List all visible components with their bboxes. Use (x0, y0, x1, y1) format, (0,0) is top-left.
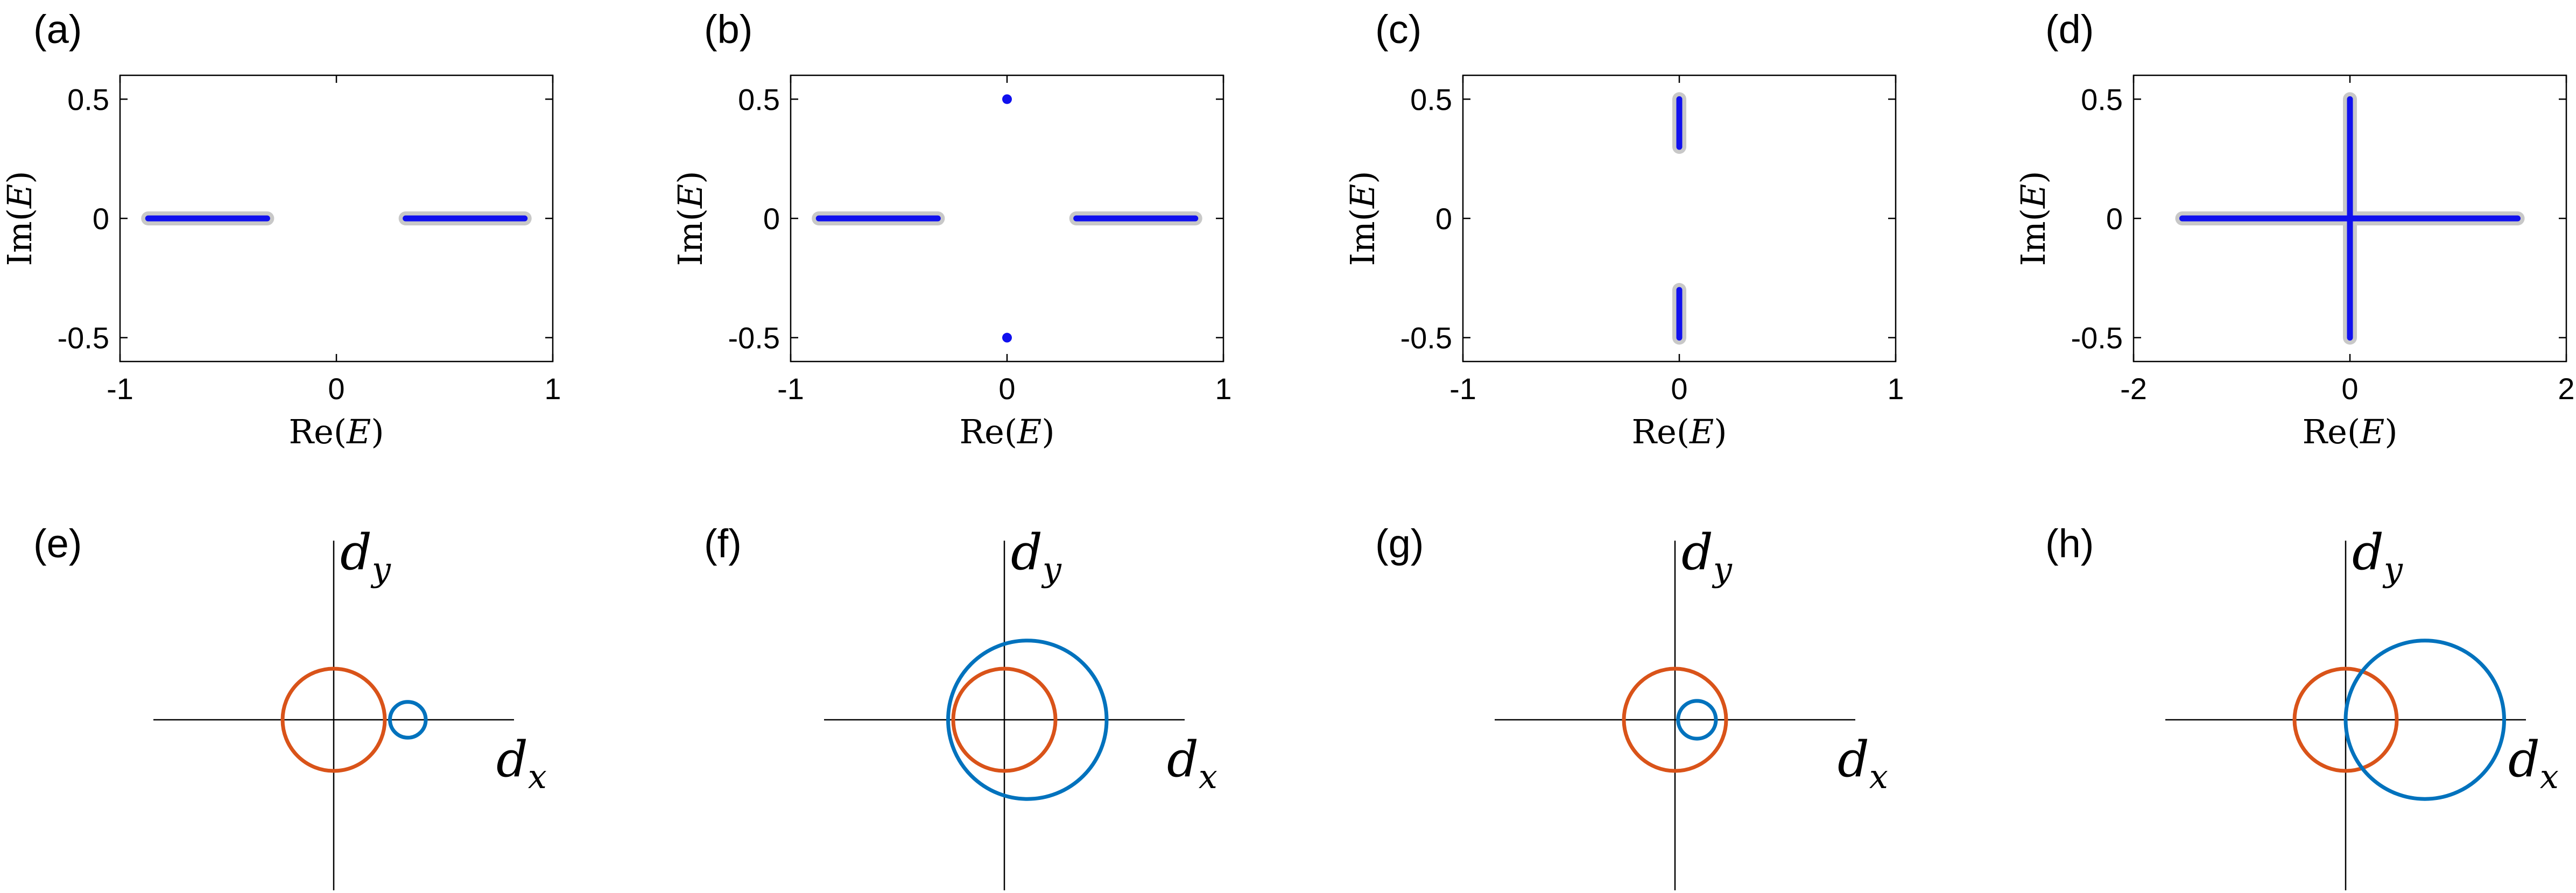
x-tick-label: 0 (2341, 372, 2358, 406)
eigen-plot-c: (c) -1 0 1 -0.5 0 0.5Re(E) Im(E) (1343, 7, 1904, 451)
y-tick-label: 0 (1435, 202, 1452, 236)
x-axis-label: Re(E) (288, 412, 384, 451)
winding-diagram-g: (g) dx dy (1375, 521, 1888, 890)
dy-label: dy (1011, 523, 1062, 589)
x-tick-label: 0 (328, 372, 344, 406)
x-tick-label: 1 (1215, 372, 1231, 406)
winding-circle (2343, 639, 2506, 801)
y-tick-label: 0 (763, 202, 780, 236)
x-tick-label: 0 (1671, 372, 1687, 406)
dx-label: dx (496, 731, 547, 796)
x-tick-label: 2 (2558, 372, 2574, 406)
dy-label: dy (1681, 523, 1733, 589)
y-axis-label: Im(E) (1343, 171, 1382, 266)
x-tick-label: -1 (777, 372, 804, 406)
x-tick-label: 1 (1887, 372, 1904, 406)
y-axis-label: Im(E) (0, 171, 39, 266)
y-axis-label: Im(E) (2014, 171, 2053, 266)
panel-label: (e) (33, 521, 82, 566)
panel-label: (h) (2045, 521, 2094, 566)
panel-label: (f) (704, 521, 742, 566)
y-tick-label: 0.5 (67, 82, 109, 116)
y-tick-label: -0.5 (2071, 321, 2123, 355)
x-axis-label: Re(E) (1631, 412, 1727, 451)
eigen-plot-d: (d) -2 0 2 -0.5 0 0.5Re(E) Im(E) (2014, 7, 2575, 451)
x-tick-label: -1 (107, 372, 133, 406)
winding-circle (951, 667, 1058, 773)
dy-label: dy (340, 523, 391, 589)
panel-label: (d) (2045, 7, 2094, 52)
eigen-plot-a: (a) -1 0 1 -0.5 0 0.5Re(E) Im(E) (0, 7, 561, 451)
y-tick-label: 0.5 (1410, 82, 1452, 116)
winding-diagram-e: (e) dx dy (33, 521, 547, 890)
x-axis-label: Re(E) (2302, 412, 2397, 451)
y-tick-label: 0 (93, 202, 109, 236)
winding-circle (280, 667, 387, 773)
winding-circle (1676, 699, 1718, 741)
winding-circle (388, 700, 428, 740)
x-tick-label: -1 (1449, 372, 1476, 406)
panel-label: (b) (704, 7, 752, 52)
y-axis-label: Im(E) (671, 171, 710, 266)
dx-label: dx (1838, 731, 1888, 796)
winding-diagram-f: (f) dx dy (704, 521, 1217, 890)
eigen-plot-b: (b) -1 0 1 -0.5 0 0.5Re(E) Im(E) (671, 7, 1232, 451)
eigenvalue-point (1002, 332, 1012, 343)
eigenvalue-point (1002, 94, 1012, 104)
winding-diagram-h: (h) dx dy (2045, 521, 2559, 890)
y-tick-label: -0.5 (1400, 321, 1453, 355)
y-tick-label: -0.5 (58, 321, 110, 355)
y-tick-label: 0.5 (2081, 82, 2123, 116)
x-tick-label: -2 (2120, 372, 2147, 406)
winding-circle (2292, 667, 2399, 773)
y-tick-label: -0.5 (728, 321, 780, 355)
y-tick-label: 0 (2106, 202, 2123, 236)
y-tick-label: 0.5 (738, 82, 780, 116)
dx-label: dx (1167, 731, 1217, 796)
x-axis-label: Re(E) (959, 412, 1054, 451)
winding-circle (1622, 667, 1728, 773)
panel-label: (a) (33, 7, 82, 52)
panel-label: (c) (1375, 7, 1421, 52)
dy-label: dy (2352, 523, 2403, 589)
x-tick-label: 0 (998, 372, 1015, 406)
dx-label: dx (2508, 731, 2559, 796)
winding-circle (946, 639, 1109, 801)
x-tick-label: 1 (544, 372, 561, 406)
panel-label: (g) (1375, 521, 1424, 566)
